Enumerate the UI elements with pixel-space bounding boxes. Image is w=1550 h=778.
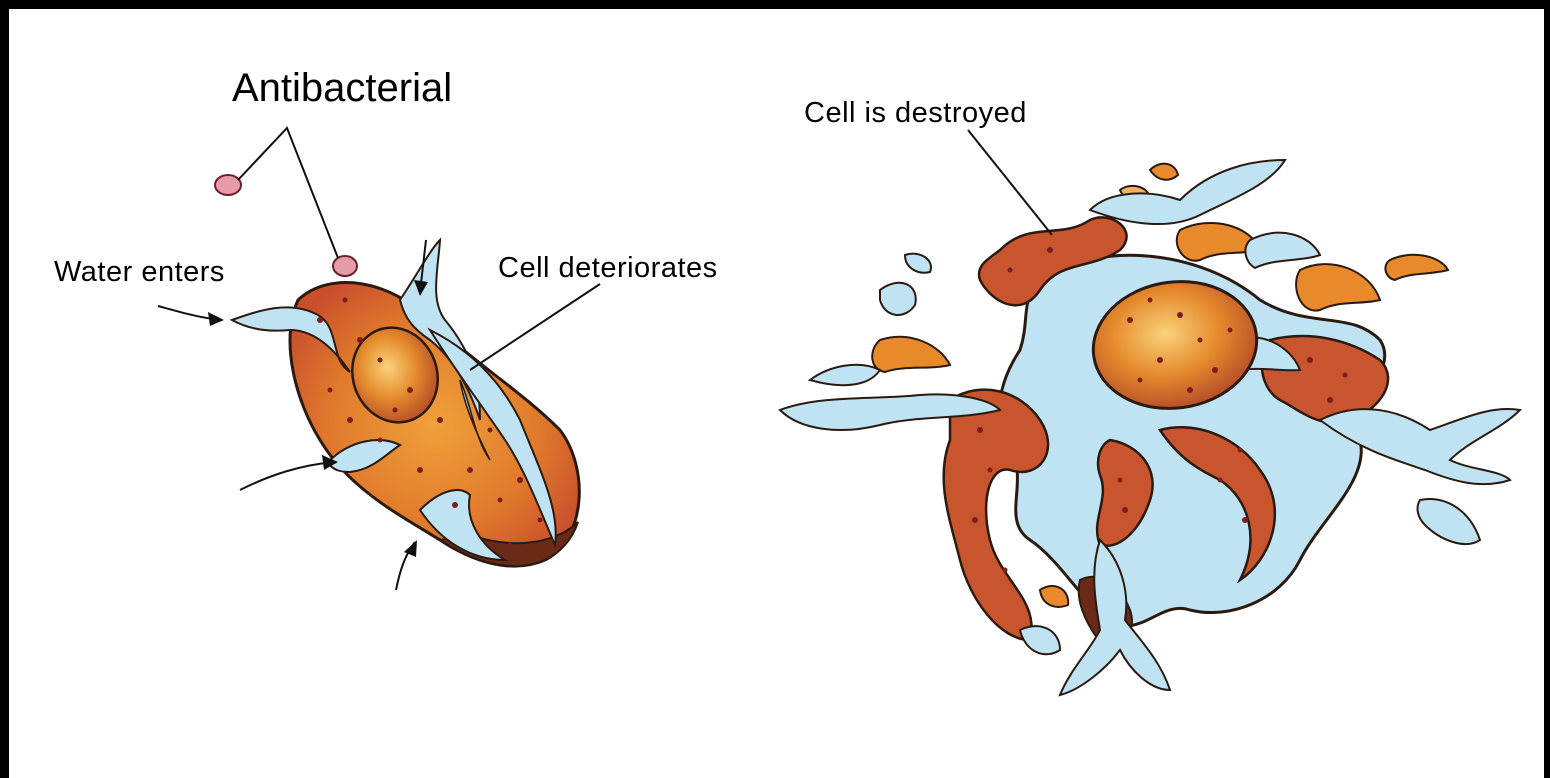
antibacterial-label: Antibacterial xyxy=(232,66,452,111)
cell-destroyed-leader-line xyxy=(968,130,1052,235)
cytoplasm-fragment-light xyxy=(1385,255,1448,280)
antibacterial-particle xyxy=(333,256,357,276)
destroyed-cell xyxy=(780,130,1520,695)
cell-deteriorates-leader-line xyxy=(470,284,600,370)
antibacterial-particle xyxy=(215,175,241,195)
cytoplasm-fragment-light xyxy=(872,337,950,372)
cell-deteriorates-label: Cell deteriorates xyxy=(498,252,718,285)
deteriorating-cell xyxy=(158,128,600,590)
cell-is-destroyed-label: Cell is destroyed xyxy=(804,97,1027,130)
antibacterial-leader-line xyxy=(238,128,338,258)
cytoplasm-fragment-light xyxy=(1040,586,1068,607)
cytoplasm-fragment-light xyxy=(1150,164,1178,180)
water-enters-label: Water enters xyxy=(54,256,225,289)
cytoplasm-fragment-light xyxy=(1296,264,1380,310)
